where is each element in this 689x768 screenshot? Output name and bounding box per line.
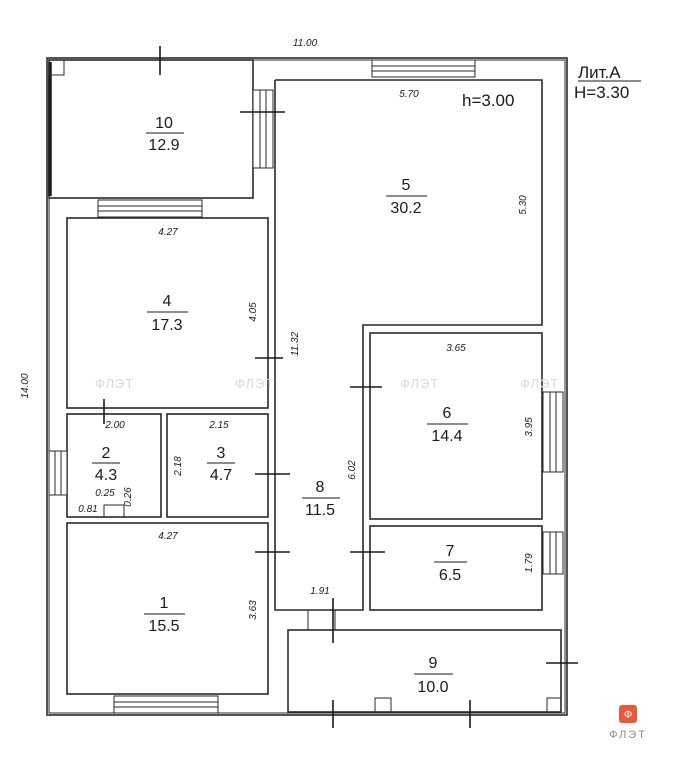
- svg-text:17.3: 17.3: [151, 317, 182, 334]
- svg-text:15.5: 15.5: [148, 618, 179, 635]
- building-height: H=3.30: [574, 83, 629, 102]
- svg-text:4: 4: [163, 293, 172, 310]
- room-7-label: 7 6.5: [434, 543, 467, 584]
- dim-total-depth: 14.00: [20, 373, 31, 398]
- outer-wall: [46, 57, 568, 716]
- dim-r5-width: 5.70: [399, 89, 419, 100]
- window-room-4: [97, 199, 203, 218]
- dim-r3-width: 2.15: [208, 420, 229, 431]
- svg-text:ФЛЭТ: ФЛЭТ: [520, 376, 559, 391]
- brand-logo-icon: [619, 705, 637, 723]
- svg-text:2: 2: [102, 445, 111, 462]
- dim-r4-width: 4.27: [158, 227, 178, 238]
- room-10-corner: [48, 59, 65, 76]
- room-1-outline: [66, 522, 269, 695]
- outer-wall-inner: [48, 59, 566, 714]
- dim-r8-length: 11.32: [290, 331, 301, 356]
- svg-text:1: 1: [160, 595, 169, 612]
- room-3-label: 3 4.7: [207, 445, 235, 484]
- room-4-outline: [66, 217, 269, 409]
- svg-text:10: 10: [155, 115, 173, 132]
- svg-text:10.0: 10.0: [417, 679, 448, 696]
- room-1-label: 1 15.5: [144, 595, 185, 635]
- dim-r3-depth: 2.18: [173, 456, 184, 477]
- dim-r2-niche-c: 0.81: [78, 504, 97, 515]
- dim-r8-door: 1.91: [310, 586, 329, 597]
- room-10-label: 10 12.9: [146, 115, 184, 154]
- svg-text:12.9: 12.9: [148, 137, 179, 154]
- window-room-6: [542, 391, 564, 473]
- svg-text:11.5: 11.5: [305, 502, 335, 519]
- window-top: [371, 59, 476, 78]
- watermark: ФЛЭТ ФЛЭТ ФЛЭТ ФЛЭТ: [95, 376, 559, 391]
- svg-text:7: 7: [446, 543, 455, 560]
- brand-name: ФЛЭТ: [609, 729, 647, 741]
- room-5-outline: [274, 79, 543, 611]
- room-5-label: 5 30.2: [386, 177, 427, 217]
- svg-text:Ф: Ф: [624, 709, 632, 721]
- svg-text:6.5: 6.5: [439, 567, 461, 584]
- dim-r7-depth: 1.79: [524, 553, 535, 573]
- window-room-1: [113, 695, 219, 714]
- room-2-label: 2 4.3: [92, 445, 120, 484]
- svg-text:8: 8: [316, 479, 325, 496]
- dim-r8-width: 6.02: [347, 460, 358, 480]
- svg-text:30.2: 30.2: [390, 200, 421, 217]
- dim-r6-depth: 3.95: [524, 417, 535, 437]
- room-4-label: 4 17.3: [147, 293, 188, 334]
- room-8-label: 8 11.5: [302, 479, 340, 519]
- room-2-niche: [103, 504, 125, 518]
- room-3-outline: [166, 413, 269, 518]
- window-room-7: [542, 531, 564, 575]
- door-ticks: [103, 46, 578, 728]
- svg-text:ФЛЭТ: ФЛЭТ: [95, 376, 134, 391]
- svg-text:4.7: 4.7: [210, 467, 232, 484]
- brand-logo: Ф ФЛЭТ: [609, 705, 647, 741]
- room-10-outline: [48, 59, 254, 199]
- window-room-10-side: [252, 89, 274, 169]
- dim-total-width: 11.00: [293, 38, 318, 49]
- room-9-small-box: [374, 697, 392, 713]
- lit-label: Лит.А: [578, 63, 621, 82]
- room-7-outline: [369, 525, 543, 611]
- room-height: h=3.00: [462, 91, 514, 110]
- passage-8-9: [307, 609, 336, 631]
- dim-r2-width: 2.00: [104, 420, 125, 431]
- room-6-outline: [369, 332, 543, 520]
- room-9-label: 9 10.0: [414, 655, 453, 696]
- room-6-label: 6 14.4: [427, 405, 468, 445]
- svg-text:ФЛЭТ: ФЛЭТ: [235, 376, 274, 391]
- svg-text:ФЛЭТ: ФЛЭТ: [400, 376, 439, 391]
- svg-text:5: 5: [402, 177, 411, 194]
- dim-r5-depth: 5.30: [518, 195, 529, 215]
- room-9-outline: [287, 629, 562, 713]
- svg-text:4.3: 4.3: [95, 467, 117, 484]
- svg-text:9: 9: [429, 655, 438, 672]
- window-room-2: [48, 450, 68, 496]
- svg-text:3: 3: [217, 445, 226, 462]
- svg-text:14.4: 14.4: [431, 428, 462, 445]
- svg-text:6: 6: [443, 405, 452, 422]
- dim-r6-width: 3.65: [446, 343, 466, 354]
- dim-r1-depth: 3.63: [248, 600, 259, 620]
- dim-r4-depth: 4.05: [248, 302, 259, 322]
- room-9-right-box: [546, 697, 562, 713]
- dim-r2-niche-b: 0.26: [123, 487, 134, 507]
- dim-r1-width: 4.27: [158, 531, 178, 542]
- dim-r2-niche-a: 0.25: [95, 488, 115, 499]
